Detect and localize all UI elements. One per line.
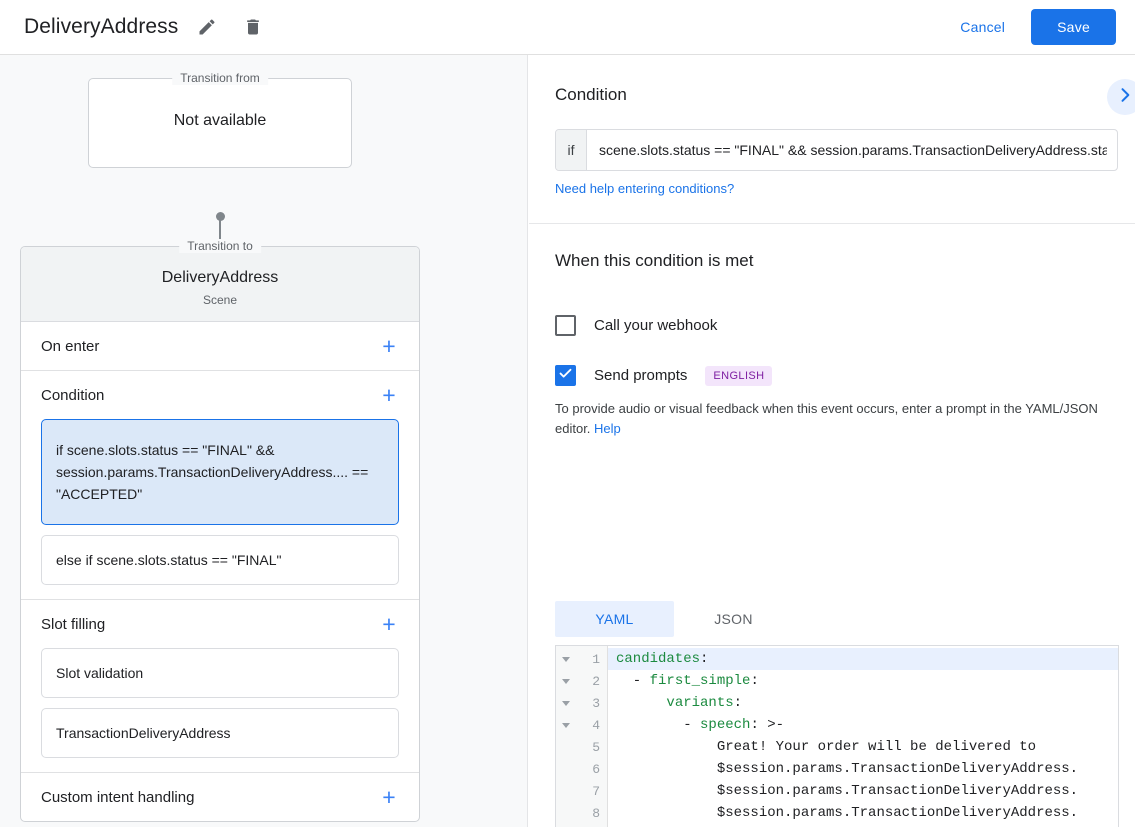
condition-help-link[interactable]: Need help entering conditions? xyxy=(555,181,735,196)
top-bar-actions: Cancel Save xyxy=(946,9,1116,45)
when-condition-met-heading: When this condition is met xyxy=(555,251,754,270)
send-prompts-checkbox[interactable] xyxy=(555,365,576,386)
editor-gutter-line: 7 xyxy=(556,780,607,802)
prompts-description-text: To provide audio or visual feedback when… xyxy=(555,401,1098,436)
editor-line-number: 8 xyxy=(592,805,600,821)
fold-triangle-icon[interactable] xyxy=(562,656,570,662)
pencil-icon xyxy=(197,17,217,37)
condition-list-item[interactable]: else if scene.slots.status == "FINAL" xyxy=(41,535,399,585)
editor-code-line: - first_simple: xyxy=(616,673,759,689)
scene-card: Transition to DeliveryAddress Scene On e… xyxy=(20,239,420,822)
transition-to-name: DeliveryAddress xyxy=(161,269,279,286)
section-header-condition: Condition + xyxy=(21,371,419,419)
transition-to-header: Transition to DeliveryAddress Scene xyxy=(21,239,419,322)
section-on-enter: On enter + xyxy=(21,322,419,371)
slot-filling-list-item[interactable]: Slot validation xyxy=(41,648,399,698)
condition-list-item[interactable]: if scene.slots.status == "FINAL" && sess… xyxy=(41,419,399,525)
section-custom-intent-handling: Custom intent handling + xyxy=(21,773,419,821)
editor-line-number: 4 xyxy=(592,717,600,733)
editor-gutter-line: 8 xyxy=(556,802,607,824)
edit-button[interactable] xyxy=(190,10,224,44)
editor-gutter-line: 6 xyxy=(556,758,607,780)
editor-code-line: candidates: xyxy=(608,648,1118,670)
section-header-on-enter: On enter + xyxy=(21,322,419,370)
tab-json[interactable]: JSON xyxy=(714,611,753,627)
editor-line-number: 3 xyxy=(592,695,600,711)
editor-code-line: $session.params.TransactionDeliveryAddre… xyxy=(616,761,1079,777)
transition-from-legend: Transition from xyxy=(172,71,268,85)
code-editor[interactable]: 12345678910 candidates: - first_simple: … xyxy=(555,645,1119,827)
language-badge: ENGLISH xyxy=(705,365,773,386)
section-header-custom-intent-handling: Custom intent handling + xyxy=(21,773,419,821)
slot-filling-list-item[interactable]: TransactionDeliveryAddress xyxy=(41,708,399,758)
chevron-right-icon xyxy=(1115,85,1135,110)
condition-section: Condition if Need help entering conditio… xyxy=(529,55,1135,224)
editor-gutter-line: 1 xyxy=(556,648,607,670)
editor-gutter-line: 5 xyxy=(556,736,607,758)
connector-dot xyxy=(216,212,225,221)
fold-triangle-icon[interactable] xyxy=(562,678,570,684)
section-slot-filling: Slot filling + Slot validation Transacti… xyxy=(21,600,419,773)
add-on-enter-button[interactable]: + xyxy=(382,332,396,359)
condition-input[interactable] xyxy=(587,130,1117,170)
section-title-custom-intent-handling: Custom intent handling xyxy=(41,788,195,806)
transition-to-type: Scene xyxy=(202,293,238,307)
editor-line-number: 7 xyxy=(592,783,600,799)
trash-icon xyxy=(243,17,263,37)
section-body-condition: if scene.slots.status == "FINAL" && sess… xyxy=(21,419,419,599)
tab-yaml[interactable]: YAML xyxy=(555,601,674,637)
editor-code-line: $session.params.TransactionDeliveryAddre… xyxy=(616,783,1079,799)
section-condition: Condition + if scene.slots.status == "FI… xyxy=(21,371,419,600)
top-bar: DeliveryAddress Cancel Save xyxy=(0,0,1135,55)
editor-code-line: - speech: >- xyxy=(616,717,785,733)
section-header-slot-filling: Slot filling + xyxy=(21,600,419,648)
left-panel: Transition from Not available Transition… xyxy=(0,55,528,827)
section-title-condition: Condition xyxy=(41,386,105,404)
editor-gutter: 12345678910 xyxy=(556,646,608,827)
section-title-slot-filling: Slot filling xyxy=(41,615,106,633)
collapse-panel-button[interactable] xyxy=(1107,79,1135,115)
editor-line-number: 6 xyxy=(592,761,600,777)
fold-triangle-icon[interactable] xyxy=(562,722,570,728)
prompts-description: To provide audio or visual feedback when… xyxy=(555,399,1121,439)
editor-gutter-line: 3 xyxy=(556,692,607,714)
editor-code-line: $session.params.TransactionDeliveryAddre… xyxy=(616,805,1079,821)
call-webhook-row[interactable]: Call your webhook xyxy=(555,315,717,336)
transition-from-value: Not available xyxy=(173,112,267,129)
editor-line-number: 5 xyxy=(592,739,600,755)
editor-gutter-line: 4 xyxy=(556,714,607,736)
delete-button[interactable] xyxy=(236,10,270,44)
fold-triangle-icon[interactable] xyxy=(562,700,570,706)
prompts-help-link[interactable]: Help xyxy=(594,421,621,436)
checkmark-icon xyxy=(558,366,573,386)
editor-line-number: 1 xyxy=(592,651,600,667)
transition-from-card: Transition from Not available xyxy=(88,71,352,168)
right-panel: Condition if Need help entering conditio… xyxy=(529,55,1135,827)
transition-to-legend: Transition to xyxy=(179,239,261,253)
add-slot-filling-button[interactable]: + xyxy=(382,610,396,637)
cancel-button[interactable]: Cancel xyxy=(946,10,1019,44)
editor-code-line: variants: xyxy=(666,695,743,711)
editor-code-line: Great! Your order will be delivered to xyxy=(616,739,1037,755)
add-condition-button[interactable]: + xyxy=(382,381,396,408)
call-webhook-checkbox[interactable] xyxy=(555,315,576,336)
condition-if-label: if xyxy=(556,130,587,170)
section-body-slot-filling: Slot validation TransactionDeliveryAddre… xyxy=(21,648,419,772)
condition-heading: Condition xyxy=(555,85,627,104)
save-button[interactable]: Save xyxy=(1031,9,1116,45)
section-title-on-enter: On enter xyxy=(41,337,100,355)
editor-line-number: 2 xyxy=(592,673,600,689)
send-prompts-row[interactable]: Send prompts ENGLISH xyxy=(555,365,773,386)
call-webhook-label: Call your webhook xyxy=(594,317,718,334)
page-title: DeliveryAddress xyxy=(24,15,179,38)
editor-format-tabs: YAML JSON xyxy=(555,601,793,637)
send-prompts-label: Send prompts xyxy=(594,367,688,384)
editor-gutter-line: 2 xyxy=(556,670,607,692)
condition-input-row: if xyxy=(555,129,1118,171)
editor-code-area[interactable]: candidates: - first_simple: variants: - … xyxy=(608,646,1118,827)
add-custom-intent-button[interactable]: + xyxy=(382,783,396,810)
